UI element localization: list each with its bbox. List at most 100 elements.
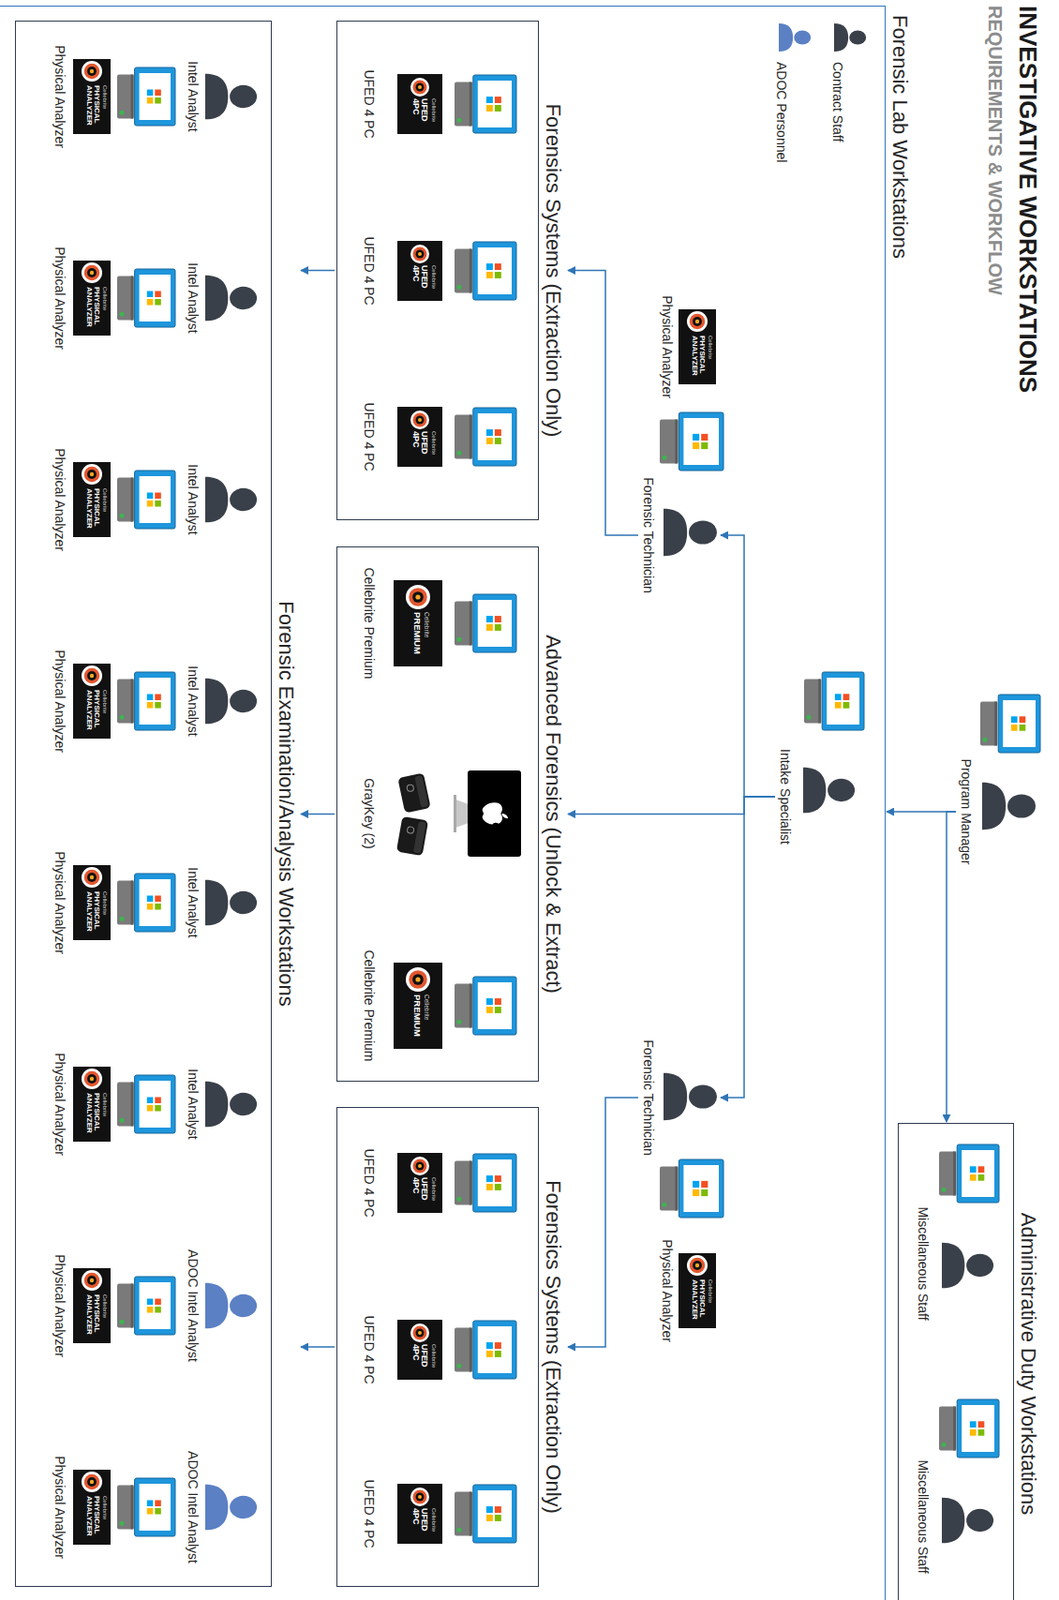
- workstation-caption: UFED 4 PC: [360, 19, 377, 189]
- monitor-stand-band: [131, 1282, 135, 1328]
- monitor-stand-band: [131, 1484, 135, 1529]
- monitor-stand-band: [131, 678, 135, 723]
- windows-logo: [692, 1189, 700, 1196]
- windows-logo: [154, 492, 162, 499]
- power-dot: [119, 513, 125, 519]
- monitor-icon: [980, 694, 1041, 753]
- group-box: Administrative Duty Workstations: [897, 1122, 1015, 1600]
- flow-arrow: [720, 796, 776, 1098]
- cellebrite-logo: [678, 309, 716, 385]
- logo-ring: [413, 80, 428, 95]
- person-icon: [205, 1282, 257, 1329]
- logo-ring: [87, 268, 97, 278]
- logo-product: PHYSICAL ANALYZER: [84, 891, 101, 939]
- analyst-caption: Intel Analyst: [184, 616, 201, 786]
- logo-core: [417, 85, 422, 90]
- group-heading: Forensics Systems (Extraction Only): [541, 1106, 566, 1587]
- imac-icon: [453, 770, 522, 857]
- windows-logo: [494, 271, 502, 279]
- windows-logo: [147, 1096, 154, 1104]
- logo-plate: [73, 865, 111, 940]
- apple-logo: [482, 802, 508, 830]
- windows-logo: [154, 693, 162, 701]
- windows-logo: [147, 1104, 154, 1112]
- analyst-caption: ADOC Intel Analyst: [184, 1422, 201, 1592]
- logo-plate: [397, 74, 443, 135]
- logo-ring: [84, 869, 101, 886]
- logo-core: [89, 673, 94, 678]
- person-icon: [663, 1073, 717, 1120]
- logo-ring: [87, 66, 97, 76]
- monitor-screen: [139, 1483, 171, 1531]
- power-dot: [662, 455, 668, 461]
- person-body: [205, 1484, 228, 1531]
- box-outline: [336, 20, 539, 521]
- monitor-icon: [939, 1144, 1000, 1203]
- workstation-caption: Physical Analyzer: [51, 616, 68, 786]
- monitor-stand: [659, 1165, 678, 1210]
- monitor-screen: [1002, 700, 1036, 747]
- monitor-frame: [956, 1399, 1000, 1458]
- windows-logo: [147, 894, 154, 902]
- logo-core: [417, 1163, 422, 1168]
- monitor-icon: [117, 67, 176, 126]
- windows-logo: [969, 1165, 977, 1173]
- power-dot: [119, 312, 125, 317]
- monitor-stand-band: [131, 275, 135, 320]
- windows-logo: [147, 701, 154, 709]
- windows-logo: [692, 1180, 700, 1188]
- person-body: [663, 1073, 687, 1120]
- group-heading: Forensic Examination/Analysis Workstatio…: [274, 20, 299, 1587]
- legend-entry: Contract Staff: [830, 20, 868, 227]
- logo-product: PHYSICAL ANALYZER: [84, 85, 101, 133]
- person-body: [205, 1282, 228, 1329]
- monitor-frame: [134, 1477, 176, 1537]
- logo-plate: [73, 59, 111, 135]
- person-head: [793, 29, 811, 45]
- power-dot: [457, 1019, 463, 1025]
- logo-ring: [405, 584, 431, 610]
- workstation-caption: UFED 4 PC: [360, 352, 377, 522]
- monitor-icon: [454, 1153, 517, 1212]
- legend-text: Contract Staff: [830, 61, 846, 142]
- role-node: Forensic Technician: [640, 1017, 720, 1178]
- windows-logo: [494, 263, 502, 270]
- role-node: Forensic Technician: [640, 455, 720, 615]
- logo-product: PREMIUM: [412, 611, 422, 663]
- monitor-icon: [454, 976, 517, 1035]
- analyst-caption: ADOC Intel Analyst: [184, 1221, 201, 1390]
- windows-logo: [969, 1174, 977, 1181]
- logo-ring: [689, 313, 706, 330]
- windows-logo: [154, 701, 162, 709]
- monitor-stand-band: [469, 81, 473, 126]
- monitor-stand-band: [818, 678, 821, 723]
- person-icon: [803, 767, 855, 814]
- windows-logo: [1019, 715, 1027, 723]
- box-outline: [14, 20, 272, 1587]
- windows-logo: [154, 1499, 162, 1507]
- monitor-stand-band: [469, 414, 473, 459]
- person-body: [205, 275, 228, 322]
- windows-logo: [154, 290, 162, 298]
- logo-ring: [87, 1476, 97, 1487]
- windows-logo: [835, 693, 842, 701]
- logo-core: [417, 1494, 422, 1499]
- logo-ring: [81, 1068, 103, 1089]
- windows-logo: [154, 1104, 162, 1112]
- logo-brand: Cellebrite: [430, 431, 437, 466]
- monitor-screen: [477, 413, 512, 461]
- logo-ring: [413, 1159, 428, 1174]
- person-head: [966, 1508, 994, 1532]
- monitor-screen: [139, 73, 171, 120]
- logo-ring: [84, 1071, 101, 1088]
- flow-arrow: [720, 535, 776, 797]
- logo-ring: [416, 250, 425, 259]
- person-head: [849, 29, 866, 45]
- person-body: [205, 880, 228, 926]
- monitor-stand: [454, 600, 473, 645]
- windows-logo: [1019, 724, 1027, 731]
- windows-logo: [701, 442, 708, 449]
- monitor-icon: [454, 241, 517, 300]
- apple-body: [482, 802, 503, 824]
- logo-brand: Cellebrite: [706, 335, 714, 383]
